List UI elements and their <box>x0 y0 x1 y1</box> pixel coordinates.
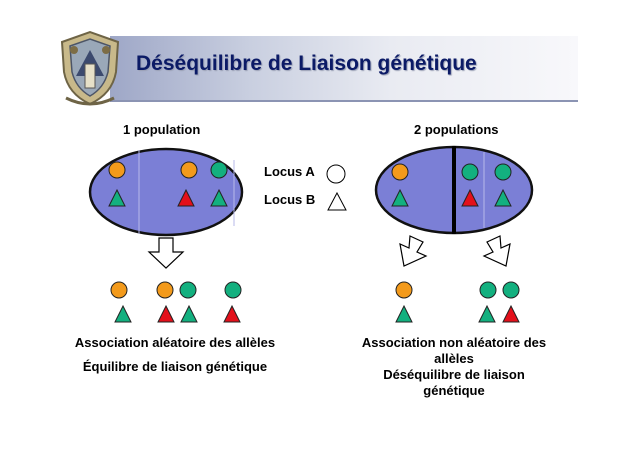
legend-locus-a-label: Locus A <box>264 164 315 179</box>
left-caption-line1: Association aléatoire des allèles <box>74 335 276 350</box>
allele-b-green-triangle <box>391 188 409 207</box>
allele-a-green-circle <box>494 163 512 181</box>
left-caption: Association aléatoire des allèles Équili… <box>60 335 290 375</box>
right-heading: 2 populations <box>414 122 499 137</box>
allele-b-green-triangle <box>494 188 512 207</box>
banner-background <box>110 36 578 100</box>
allele-b-green-triangle <box>108 188 126 207</box>
banner-underline <box>110 100 578 102</box>
legend-locus-b-label: Locus B <box>264 192 316 207</box>
left-population-ellipse <box>88 147 244 237</box>
allele-a-orange-circle <box>395 281 413 299</box>
down-arrow-icon <box>147 237 185 269</box>
allele-b-red-triangle <box>461 188 479 207</box>
allele-a-orange-circle <box>180 161 198 179</box>
allele-b-red-triangle <box>157 304 175 323</box>
allele-b-green-triangle <box>114 304 132 323</box>
allele-a-green-circle <box>461 163 479 181</box>
allele-a-green-circle <box>224 281 242 299</box>
emblem-logo-icon <box>60 30 120 106</box>
right-caption: Association non aléatoire des allèles Dé… <box>340 335 568 399</box>
down-left-arrow-icon <box>399 235 428 267</box>
allele-a-orange-circle <box>110 281 128 299</box>
right-caption-line1: Association non aléatoire des <box>361 335 547 350</box>
allele-a-green-circle <box>179 281 197 299</box>
legend-triangle-icon <box>327 191 347 211</box>
allele-a-green-circle <box>502 281 520 299</box>
right-caption-line4: génétique <box>423 383 485 398</box>
allele-b-green-triangle <box>180 304 198 323</box>
allele-b-red-triangle <box>177 188 195 207</box>
legend-circle-icon <box>326 164 346 184</box>
left-caption-line2: Équilibre de liaison génétique <box>82 359 268 374</box>
allele-b-green-triangle <box>478 304 496 323</box>
allele-a-orange-circle <box>391 163 409 181</box>
title-banner: Déséquilibre de Liaison génétique <box>0 28 638 108</box>
allele-b-red-triangle <box>223 304 241 323</box>
right-caption-line3: Déséquilibre de liaison <box>383 367 525 382</box>
allele-a-green-circle <box>210 161 228 179</box>
allele-b-red-triangle <box>502 304 520 323</box>
page-title: Déséquilibre de Liaison génétique <box>136 52 477 75</box>
allele-b-green-triangle <box>210 188 228 207</box>
right-caption-line2: allèles <box>434 351 474 366</box>
allele-a-green-circle <box>479 281 497 299</box>
allele-a-orange-circle <box>156 281 174 299</box>
allele-a-orange-circle <box>108 161 126 179</box>
down-right-arrow-icon <box>482 235 511 267</box>
left-heading: 1 population <box>123 122 201 137</box>
allele-b-green-triangle <box>395 304 413 323</box>
